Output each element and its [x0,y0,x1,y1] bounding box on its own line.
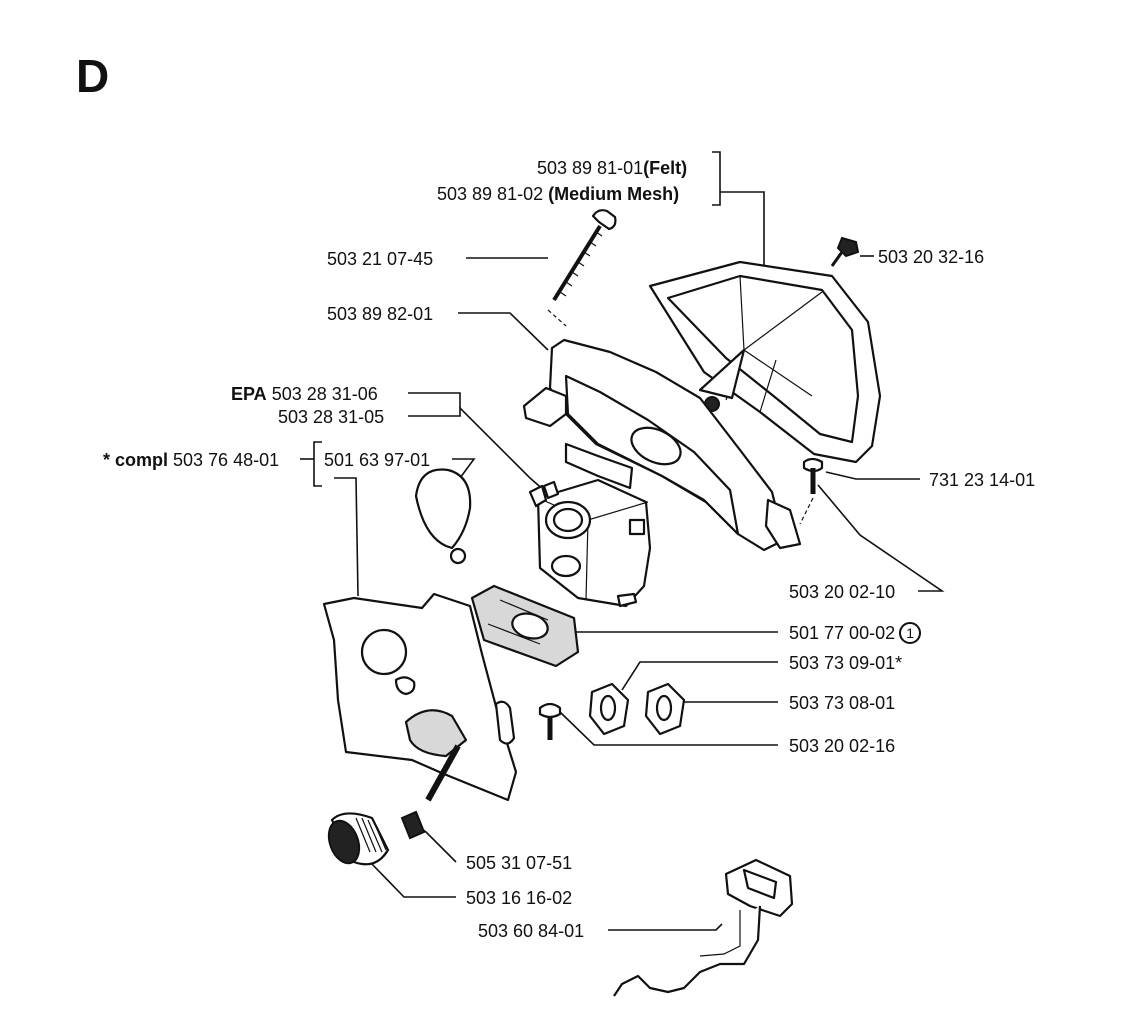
part-note: (Medium Mesh) [548,184,680,204]
label-knob: 503 16 16-02 [466,888,573,908]
screw-b-part [538,702,562,740]
part-number: 503 89 81-01 [537,158,644,178]
label-carb-screw: 503 20 02-10 [789,582,896,602]
epa-prefix: EPA [231,384,267,404]
label-air-filter-felt: 503 89 81-01(Felt) [537,157,687,179]
label-air-filter-mesh: 503 89 81-02 (Medium Mesh) [437,183,679,205]
gasket-part [470,584,580,668]
label-filter-screw-top: 503 20 32-16 [878,247,985,267]
choke-disc-part [414,468,472,565]
label-long-screw: 503 21 07-45 [327,249,434,269]
rubber-bushing-b-part [644,682,686,736]
label-compl: * compl 503 76 48-01 [103,449,279,471]
label-choke-disc: 501 63 97-01 [324,450,431,470]
label-filter-holder: 503 89 82-01 [327,304,434,324]
part-number: 503 89 81-02 [437,184,549,204]
throttle-rod-part [613,858,794,997]
label-holder-screw: 731 23 14-01 [929,470,1036,490]
part-note: (Felt) [643,158,688,178]
compl-prefix: * compl [103,450,169,470]
top-screw-part [830,236,860,267]
part-number: 503 28 31-06 [266,384,378,404]
leader-lines [300,151,945,931]
label-rubber-bushing-b: 503 73 08-01 [789,693,896,713]
note-number-circle: 1 [899,622,922,644]
part-number: 501 77 00-02 [789,623,896,643]
label-screw-b: 503 20 02-16 [789,736,896,756]
sleeve-part [400,810,426,840]
heat-shield-part [322,592,518,802]
label-carb-epa: EPA 503 28 31-06 [231,383,378,405]
long-screw-part [547,209,617,327]
rubber-bushing-a-part [588,682,630,736]
label-carb-std: 503 28 31-05 [278,407,385,427]
label-sleeve: 505 31 07-51 [466,853,573,873]
knob-part [327,812,390,866]
carburettor-part [528,478,652,608]
filter-holder-part [522,338,802,552]
label-rubber-bushing-a: 503 73 09-01* [789,653,903,673]
label-throttle-rod: 503 60 84-01 [478,921,585,941]
holder-screw-part [799,457,824,525]
section-letter: D [76,50,110,102]
part-number: 503 76 48-01 [168,450,280,470]
